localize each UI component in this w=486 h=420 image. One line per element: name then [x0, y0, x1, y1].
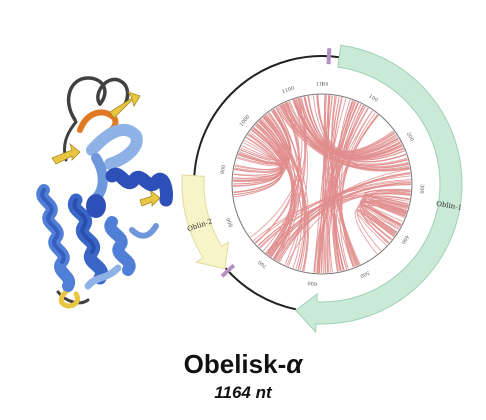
pairing-arc [233, 139, 281, 177]
pairing-arc [324, 95, 333, 273]
tick-label: 1100 [281, 85, 295, 95]
pairing-arc [298, 97, 394, 152]
tick-label: 1000 [239, 114, 252, 128]
pairing-arc [258, 121, 306, 270]
pairing-arc [232, 133, 283, 187]
pairing-arc [359, 190, 411, 244]
tick-label: 800 [226, 217, 235, 228]
pairing-arc [360, 200, 408, 237]
pairing-arc [233, 129, 284, 198]
pairing-arc [257, 175, 411, 247]
pairing-arc [362, 198, 408, 228]
pairing-arc [314, 100, 354, 273]
orf-arrow [181, 174, 230, 270]
tick-label: 1164 [316, 82, 329, 88]
tick-label: 100 [368, 94, 379, 104]
tick-label: 300 [418, 184, 424, 194]
pairing-arc [276, 182, 412, 261]
pairing-arc [259, 195, 410, 249]
pairing-arc [318, 95, 330, 274]
pairing-arc [326, 101, 357, 273]
tick-label: 900 [220, 164, 227, 174]
tick-label: 500 [359, 269, 370, 279]
tick-label: 600 [307, 280, 317, 287]
tick-label: 200 [405, 131, 415, 142]
pairing-arc [316, 98, 347, 273]
helix-right [86, 167, 173, 218]
pairing-arc [363, 198, 407, 217]
pairing-arc [233, 137, 282, 196]
pairing-arc [286, 192, 411, 266]
orf-arrow [294, 44, 463, 334]
pairing-arc [316, 110, 373, 273]
tick-label: 700 [257, 259, 268, 270]
helix-lower [84, 216, 136, 290]
helix-center [67, 193, 109, 285]
pairing-arc [255, 124, 293, 254]
pairing-arc [327, 114, 379, 273]
pairing-arc [364, 190, 411, 213]
pairing-arc [313, 102, 360, 273]
pairing-arc [234, 122, 286, 173]
pairing-arc [321, 105, 365, 274]
boundary-markers [220, 48, 332, 278]
helix-left [36, 184, 75, 292]
circular-genome-map: 1100200300400500600700800900100011001164… [181, 44, 463, 334]
pairing-arc [278, 182, 412, 263]
title-name: Obelisk- [183, 349, 287, 379]
pairing-arc [330, 96, 347, 270]
pairing-arc [268, 168, 410, 256]
genome-backbone-line [193, 55, 340, 311]
pairing-arc [341, 110, 373, 268]
boundary-marker [326, 48, 332, 65]
base-pairing-arcs [232, 94, 412, 274]
tick-label: 400 [400, 234, 410, 245]
pairing-arc [273, 108, 310, 272]
pairing-arc [274, 192, 411, 260]
title-greek-letter: α [286, 349, 303, 379]
pairing-arc [252, 127, 303, 269]
pairing-arc [335, 114, 378, 271]
tick-label: 1 [321, 81, 324, 87]
pairing-arc [332, 106, 366, 272]
protein-structure-cartoon [36, 76, 173, 309]
boundary-marker [220, 263, 236, 278]
genome-inner-circle [231, 93, 413, 275]
genome-length-label: 1164 nt [214, 383, 272, 402]
genome-title: Obelisk-α [0, 349, 486, 380]
